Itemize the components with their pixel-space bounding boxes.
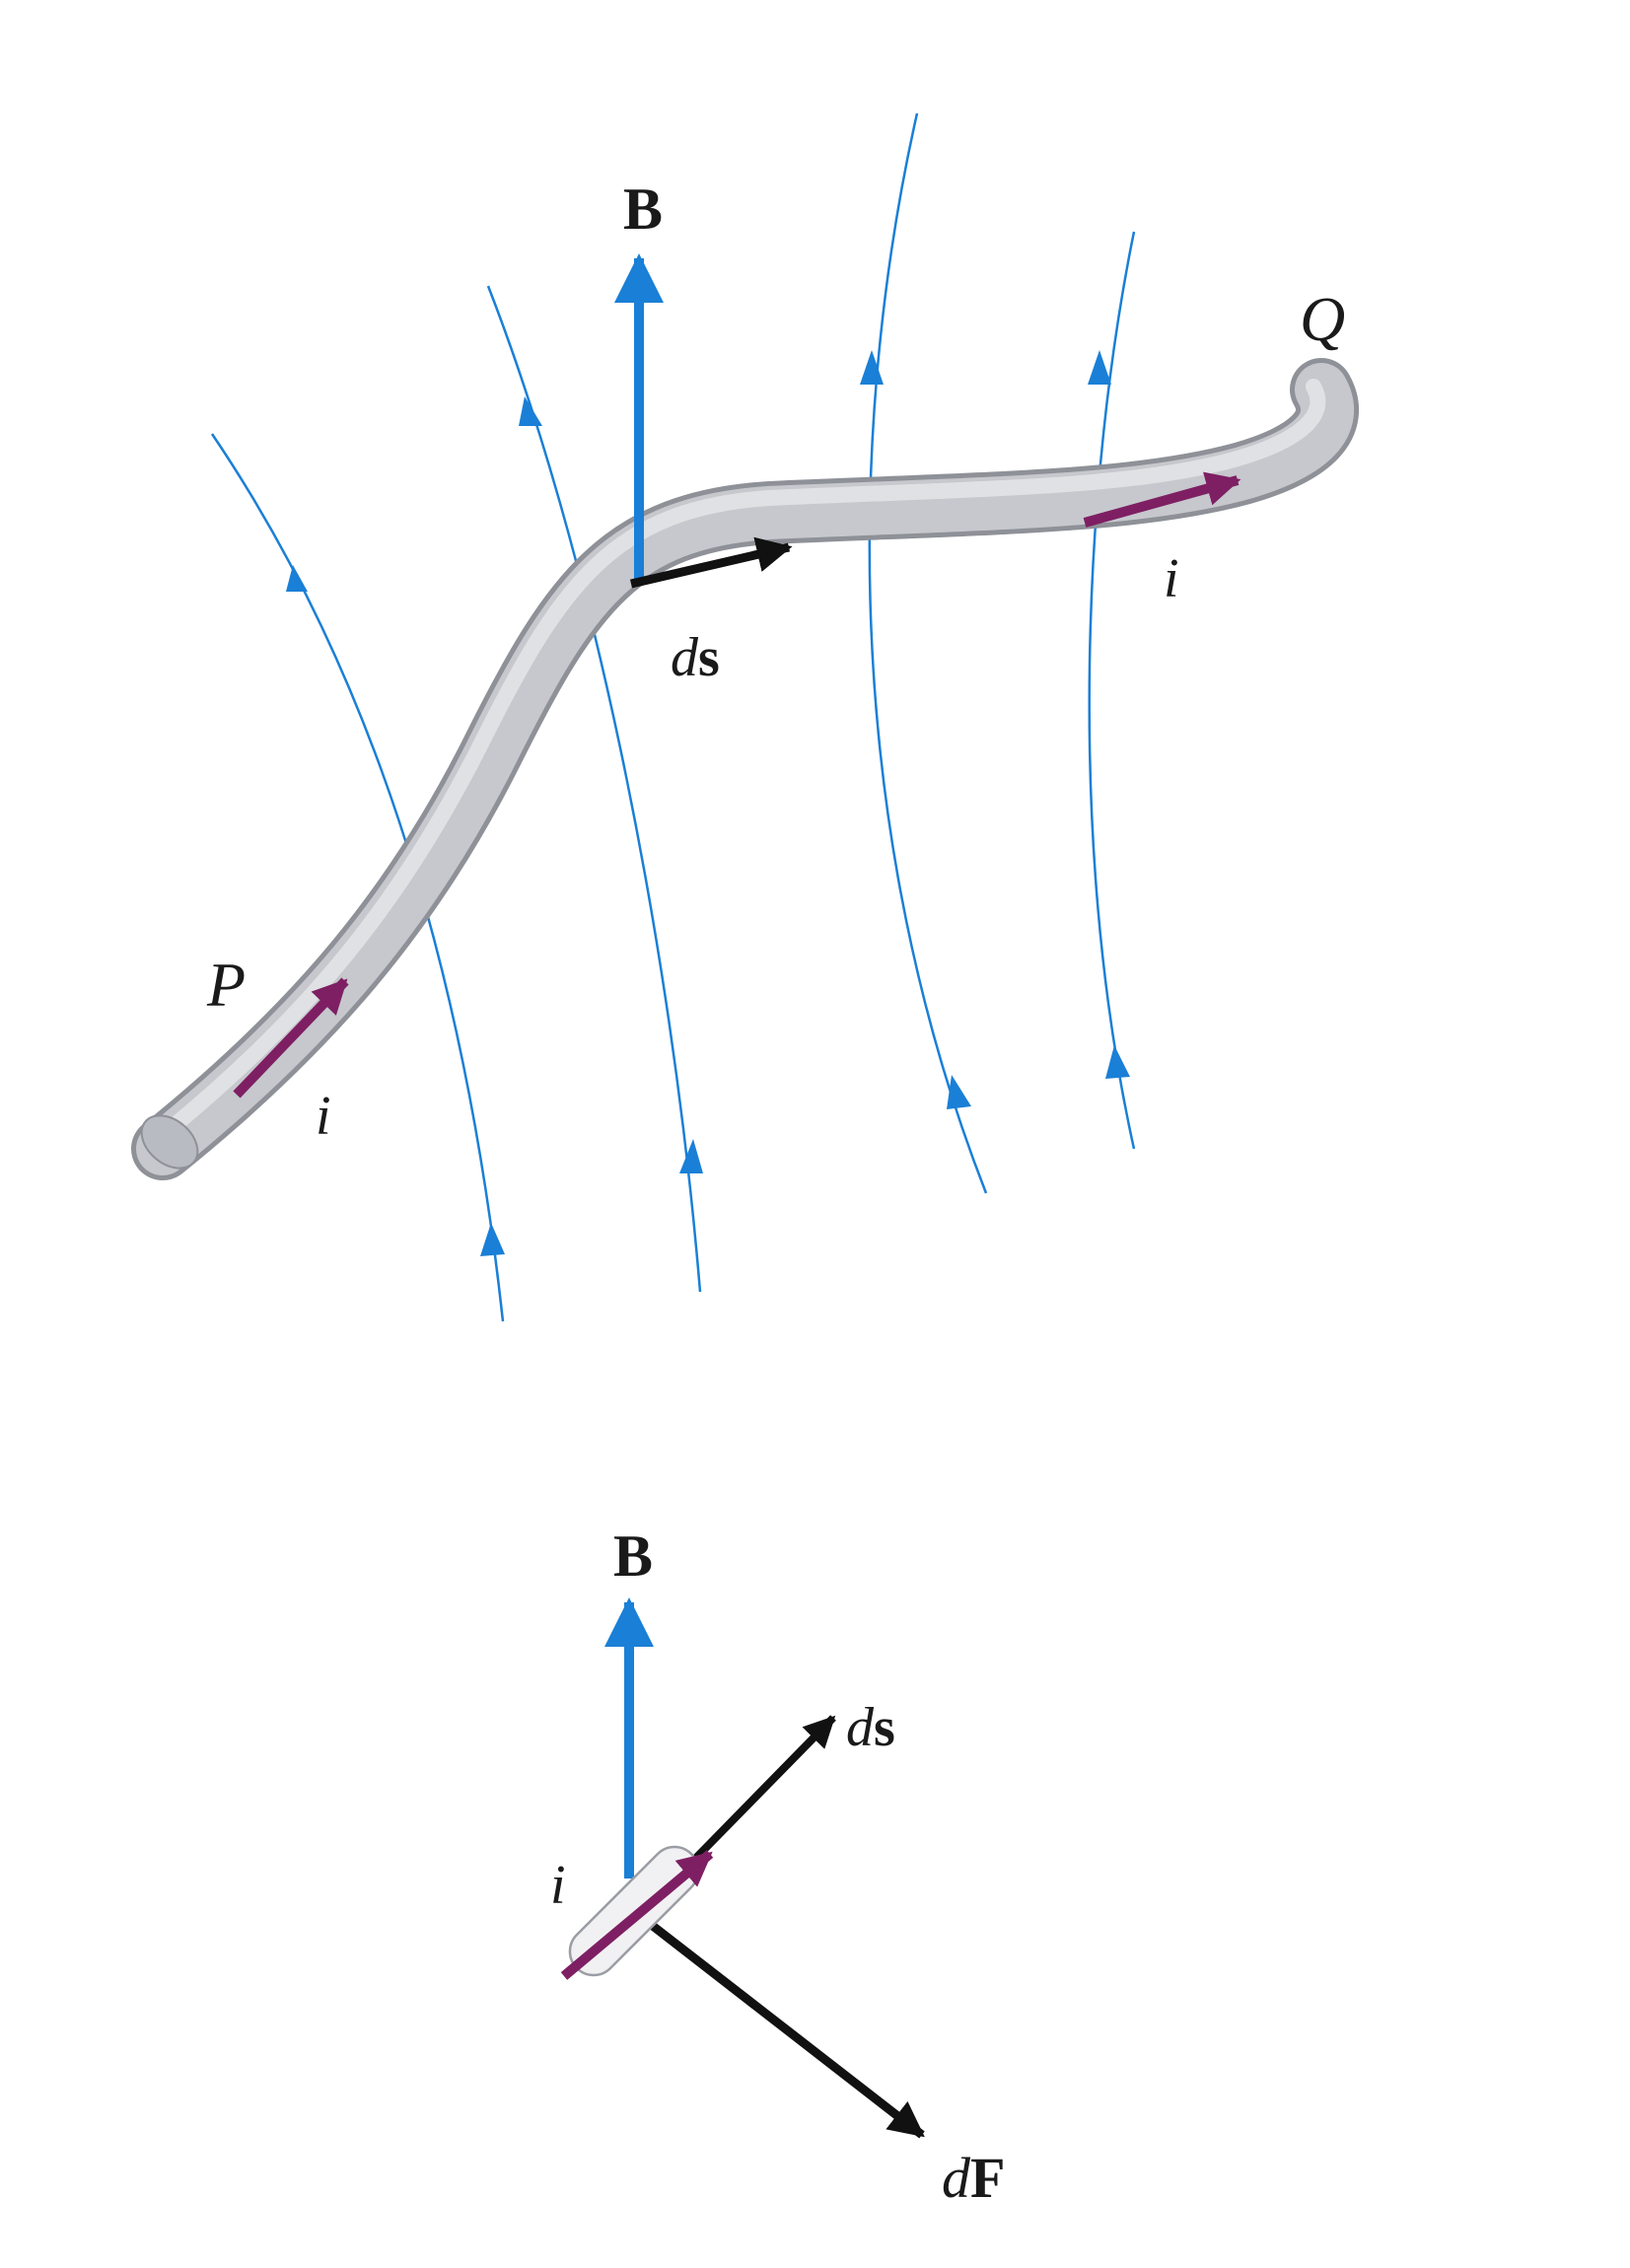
ds-vector-top bbox=[629, 536, 793, 589]
ds-vector-bottom bbox=[687, 1715, 836, 1867]
label-i-right: i bbox=[1164, 548, 1179, 609]
df-f: F bbox=[970, 2146, 1005, 2210]
ds-top-s: s bbox=[698, 627, 720, 688]
field-line-3 bbox=[868, 112, 988, 1194]
field-arrow bbox=[947, 1075, 971, 1109]
label-ds-bottom: ds bbox=[846, 1697, 895, 1758]
field-line-arrows bbox=[286, 350, 1130, 1256]
current-arrow-segment bbox=[560, 1850, 714, 1980]
current-arrow-left bbox=[233, 977, 349, 1099]
wire bbox=[131, 358, 1359, 1180]
df-vector bbox=[646, 1919, 925, 2139]
field-arrow bbox=[679, 1139, 703, 1173]
label-i-left: i bbox=[316, 1086, 331, 1147]
field-arrow bbox=[860, 350, 884, 385]
field-arrow bbox=[286, 565, 308, 592]
field-arrow bbox=[1105, 1045, 1130, 1079]
label-q: Q bbox=[1300, 284, 1345, 354]
field-lines bbox=[210, 112, 1136, 1322]
label-df: dF bbox=[942, 2146, 1005, 2210]
label-b-top: B bbox=[623, 177, 663, 242]
label-i-bottom: i bbox=[550, 1855, 566, 1916]
label-p: P bbox=[206, 950, 246, 1020]
field-line-4 bbox=[1088, 231, 1136, 1150]
label-b-bottom: B bbox=[613, 1524, 653, 1589]
field-line-1 bbox=[210, 433, 505, 1322]
field-arrow bbox=[480, 1223, 505, 1256]
ds-bottom-d: d bbox=[846, 1697, 875, 1758]
field-line-2 bbox=[486, 285, 702, 1293]
ds-bottom-s: s bbox=[874, 1697, 895, 1758]
ds-top-d: d bbox=[671, 627, 699, 688]
field-arrow bbox=[1088, 350, 1111, 385]
label-ds-top: ds bbox=[671, 627, 720, 688]
df-d: d bbox=[942, 2146, 971, 2210]
current-arrow-right bbox=[1083, 471, 1241, 528]
field-arrow bbox=[519, 396, 542, 426]
wire-end-cap bbox=[140, 1114, 199, 1169]
